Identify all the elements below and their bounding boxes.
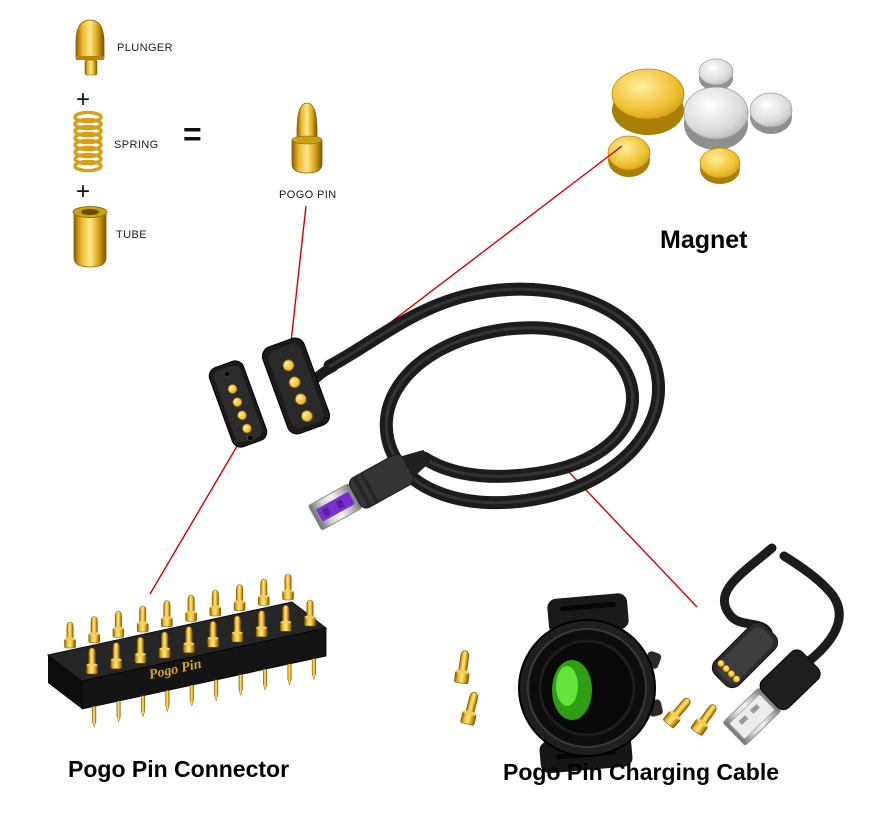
connector-label: Pogo Pin Connector <box>68 756 290 782</box>
plus-sign-2: + <box>76 178 91 205</box>
tube-label: TUBE <box>116 229 147 241</box>
plus-sign-1: + <box>76 86 91 113</box>
spring-icon <box>73 110 103 173</box>
loose-pogo-pin <box>453 649 473 685</box>
loose-pogo-pin <box>662 694 695 730</box>
loose-pogo-pin <box>459 690 483 727</box>
callout-line-pogo-pin <box>290 205 307 343</box>
magnet-gold-large <box>611 68 685 135</box>
pogo-pin-label: POGO PIN <box>279 189 337 201</box>
callout-line-connector <box>149 435 244 595</box>
charge-head-icon <box>711 621 779 689</box>
charging-cable-illustration <box>453 543 844 774</box>
smartwatch-icon <box>518 593 663 774</box>
loose-pogo-pin <box>689 700 721 737</box>
magnet-gold-small <box>607 135 651 177</box>
equals-sign: = <box>183 116 202 152</box>
plunger-label: PLUNGER <box>117 42 173 54</box>
spring-label: SPRING <box>114 139 159 151</box>
tube-icon <box>72 206 108 268</box>
magnet-silver-small-top <box>698 58 734 91</box>
usb-a-plug-icon <box>723 649 821 746</box>
usb-plug-icon <box>308 449 431 531</box>
usb-cable-illustration <box>208 282 666 531</box>
plunger-icon <box>75 19 105 76</box>
magnetic-connector-cable-end <box>261 337 331 435</box>
magnet-label: Magnet <box>660 226 748 254</box>
pogo-pin-connector-illustration: Pogo Pin <box>46 573 328 728</box>
charging-cable-label: Pogo Pin Charging Cable <box>503 759 780 785</box>
pogo-pin-icon <box>291 102 323 174</box>
magnet-silver-large <box>683 86 749 150</box>
magnet-silver-right <box>749 92 793 134</box>
magnets-illustration <box>607 58 793 184</box>
magnetic-connector-plate <box>208 360 268 448</box>
callout-line-cable <box>566 469 698 608</box>
magnet-gold-flat <box>699 147 741 184</box>
